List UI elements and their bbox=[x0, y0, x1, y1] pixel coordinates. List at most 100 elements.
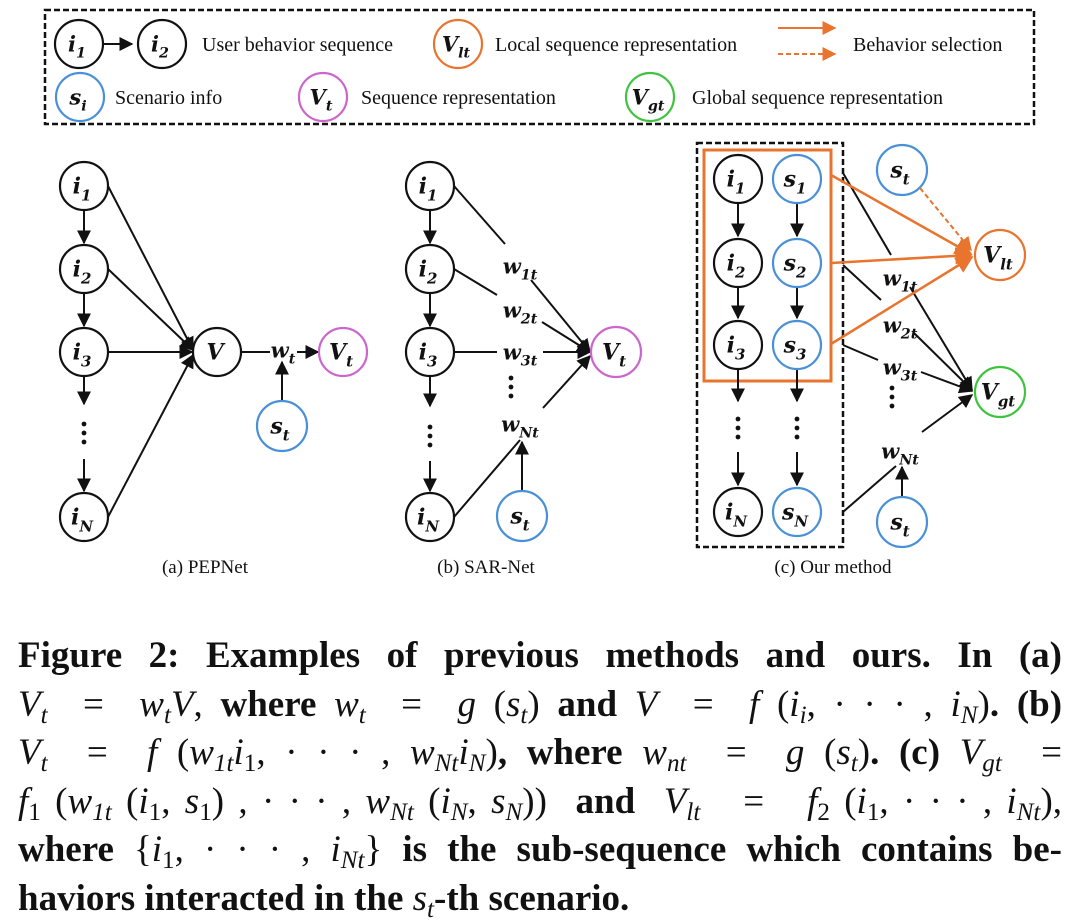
dot bbox=[889, 385, 895, 391]
node-si: si bbox=[54, 71, 106, 123]
node-s1: s1 bbox=[771, 153, 823, 205]
dot bbox=[427, 424, 433, 430]
edge-pair2-w2t bbox=[842, 264, 882, 301]
node-circle bbox=[54, 71, 106, 123]
selected-subsequence-box bbox=[702, 148, 833, 383]
node-label-i2: i2 bbox=[727, 251, 746, 282]
node-circle bbox=[771, 237, 823, 289]
weight-label-w2t: w2t bbox=[503, 297, 538, 327]
node-circle bbox=[255, 399, 309, 453]
node-circle bbox=[771, 486, 823, 538]
edge-pairN-wNt bbox=[842, 465, 897, 513]
node-label-Vlt: Vlt bbox=[983, 243, 1013, 274]
node-label-st: st bbox=[269, 414, 289, 445]
caption-line: Vt = wtV, where wt = g (st) and V = f (i… bbox=[18, 683, 1063, 729]
selection-edge-3 bbox=[830, 255, 974, 346]
dot bbox=[427, 442, 433, 448]
ellipsis-dots bbox=[427, 424, 433, 448]
caption-line: Vt = f (w1ti1, · · · , wNtiN), where wnt… bbox=[18, 732, 1062, 778]
ellipsis-dots bbox=[794, 416, 800, 440]
node-label-Vt: Vt bbox=[329, 340, 353, 371]
edge-wNt-Vgt bbox=[921, 394, 974, 433]
dot bbox=[508, 384, 514, 390]
node-Vgt: Vgt bbox=[624, 71, 676, 123]
dot bbox=[81, 421, 87, 427]
node-circle bbox=[589, 325, 643, 379]
selection-edge-dashed bbox=[919, 187, 972, 252]
node-label-si: si bbox=[68, 84, 86, 114]
node-label-i2: i2 bbox=[419, 257, 438, 288]
ellipsis-dots bbox=[735, 416, 741, 440]
legend-label-behavior-selection: Behavior selection bbox=[853, 34, 1002, 56]
node-st: st bbox=[875, 143, 929, 197]
node-circle bbox=[771, 153, 823, 205]
node-circle bbox=[771, 319, 823, 371]
node-label-i3: i3 bbox=[419, 340, 438, 371]
legend-label-sequence-representation: Sequence representation bbox=[361, 87, 556, 109]
node-circle bbox=[495, 489, 549, 543]
node-label-sN: sN bbox=[781, 500, 809, 531]
node-iN: iN bbox=[58, 491, 110, 543]
edge-wNt-Vt bbox=[542, 354, 591, 409]
node-circle bbox=[317, 326, 369, 378]
node-label-i1: i1 bbox=[68, 31, 86, 61]
node-s3: s3 bbox=[771, 319, 823, 371]
ellipsis-dots bbox=[508, 375, 514, 399]
node-label-Vt: Vt bbox=[310, 84, 333, 114]
node-i2: i2 bbox=[58, 243, 110, 295]
selection-edge-2 bbox=[830, 247, 973, 265]
node-st: st bbox=[255, 399, 309, 453]
dot bbox=[889, 403, 895, 409]
node-i3: i3 bbox=[58, 326, 110, 378]
dot bbox=[81, 430, 87, 436]
node-circle bbox=[712, 486, 764, 538]
dot bbox=[508, 375, 514, 381]
caption-line: Figure 2: Examples of previous methods a… bbox=[18, 635, 1062, 676]
ellipsis-dots bbox=[81, 421, 87, 445]
node-label-i2: i2 bbox=[73, 257, 92, 288]
weight-label-w1t: w1t bbox=[503, 253, 538, 283]
node-sN: sN bbox=[771, 486, 823, 538]
node-label-s2: s2 bbox=[783, 251, 807, 282]
node-label-iN: iN bbox=[417, 505, 440, 536]
dot bbox=[735, 425, 741, 431]
caption-line: f1 (w1t (i1, s1) , · · · , wNt (iN, sN))… bbox=[18, 780, 1063, 826]
weight-label-wt: wt bbox=[271, 337, 296, 367]
node-label-Vgt: Vgt bbox=[632, 84, 665, 114]
node-circle bbox=[712, 153, 764, 205]
node-iN: iN bbox=[404, 491, 456, 543]
edge-w1t-Vt bbox=[530, 279, 591, 354]
node-circle bbox=[297, 71, 349, 123]
node-circle bbox=[624, 71, 676, 123]
node-circle bbox=[875, 495, 929, 549]
node-label-i3: i3 bbox=[73, 340, 92, 371]
node-iN: iN bbox=[712, 486, 764, 538]
edge-i2-V bbox=[107, 268, 195, 351]
node-circle bbox=[973, 228, 1027, 282]
panel-caption-pepnet: (a) PEPNet bbox=[162, 557, 249, 578]
node-circle bbox=[712, 237, 764, 289]
dot bbox=[508, 393, 514, 399]
dot bbox=[735, 434, 741, 440]
node-label-i1: i1 bbox=[419, 174, 438, 205]
ellipsis-dots bbox=[889, 385, 895, 409]
node-i1: i1 bbox=[712, 153, 764, 205]
node-label-st: st bbox=[889, 510, 909, 541]
node-label-st: st bbox=[509, 504, 529, 535]
node-i2: i2 bbox=[404, 243, 456, 295]
node-label-s1: s1 bbox=[783, 167, 807, 198]
node-V: V bbox=[191, 326, 243, 378]
node-Vgt: Vgt bbox=[973, 365, 1027, 419]
caption-line: haviors interacted in the st-th scenario… bbox=[18, 877, 630, 923]
dot bbox=[81, 439, 87, 445]
node-circle bbox=[432, 18, 484, 70]
edge-iN-wNt bbox=[453, 439, 521, 518]
dot bbox=[427, 433, 433, 439]
weight-label-wNt: wNt bbox=[881, 438, 919, 468]
node-label-s3: s3 bbox=[783, 333, 807, 364]
node-label-i3: i3 bbox=[727, 333, 746, 364]
node-circle bbox=[875, 143, 929, 197]
legend-label-scenario-info: Scenario info bbox=[115, 87, 222, 109]
